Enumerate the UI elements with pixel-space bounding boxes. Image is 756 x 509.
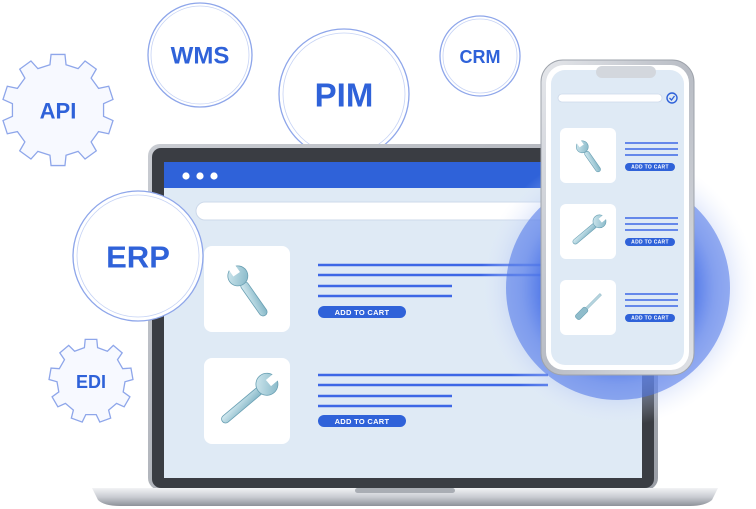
- erp-bubble: ERP: [72, 190, 204, 322]
- pim-label: PIM: [315, 77, 374, 114]
- phone-search-bar[interactable]: [557, 93, 663, 103]
- wms-bubble: WMS: [147, 2, 253, 108]
- add-to-cart-button[interactable]: [625, 238, 675, 246]
- add-to-cart-label: ADD TO CART: [631, 240, 669, 246]
- window-dot-icon: [210, 172, 218, 180]
- add-to-cart-label: ADD TO CART: [335, 308, 390, 317]
- check-icon[interactable]: [666, 92, 678, 104]
- wrench-icon: [226, 262, 268, 317]
- gear-icon: [48, 338, 134, 423]
- api-label: API: [40, 99, 77, 124]
- api-gear-bubble: API: [2, 53, 114, 167]
- window-dot-icon: [182, 172, 190, 180]
- window-dot-icon: [196, 172, 204, 180]
- phone: ADD TO CART ADD TO CART: [540, 59, 695, 376]
- add-to-cart-label: ADD TO CART: [335, 417, 390, 426]
- crm-bubble: CRM: [439, 15, 521, 97]
- wrench-icon: [575, 138, 601, 173]
- gear-icon: [2, 53, 114, 167]
- crm-label: CRM: [460, 47, 501, 67]
- add-to-cart-label: ADD TO CART: [631, 316, 669, 322]
- pim-bubble: PIM: [278, 28, 410, 160]
- laptop-product-card: ADD TO CART: [204, 246, 600, 332]
- add-to-cart-button[interactable]: [625, 314, 675, 322]
- laptop-notch: [355, 488, 455, 493]
- wms-label: WMS: [171, 43, 230, 70]
- edi-label: EDI: [76, 372, 106, 392]
- laptop-product-card: ADD TO CART: [204, 358, 548, 444]
- screwdriver-icon: [575, 293, 602, 320]
- phone-notch: [596, 66, 656, 78]
- adjustable-wrench-icon: [221, 372, 281, 424]
- add-to-cart-button[interactable]: [625, 163, 675, 171]
- laptop-base: [92, 488, 718, 506]
- adjustable-wrench-icon: [572, 214, 608, 245]
- edi-gear-bubble: EDI: [48, 338, 134, 423]
- add-to-cart-label: ADD TO CART: [631, 165, 669, 171]
- phone-product-card: ADD TO CART: [560, 280, 678, 335]
- add-to-cart-button[interactable]: [318, 306, 406, 318]
- phone-product-card: ADD TO CART: [560, 204, 678, 259]
- phone-product-card: ADD TO CART: [560, 128, 678, 183]
- erp-label: ERP: [106, 240, 170, 275]
- add-to-cart-button[interactable]: [318, 415, 406, 427]
